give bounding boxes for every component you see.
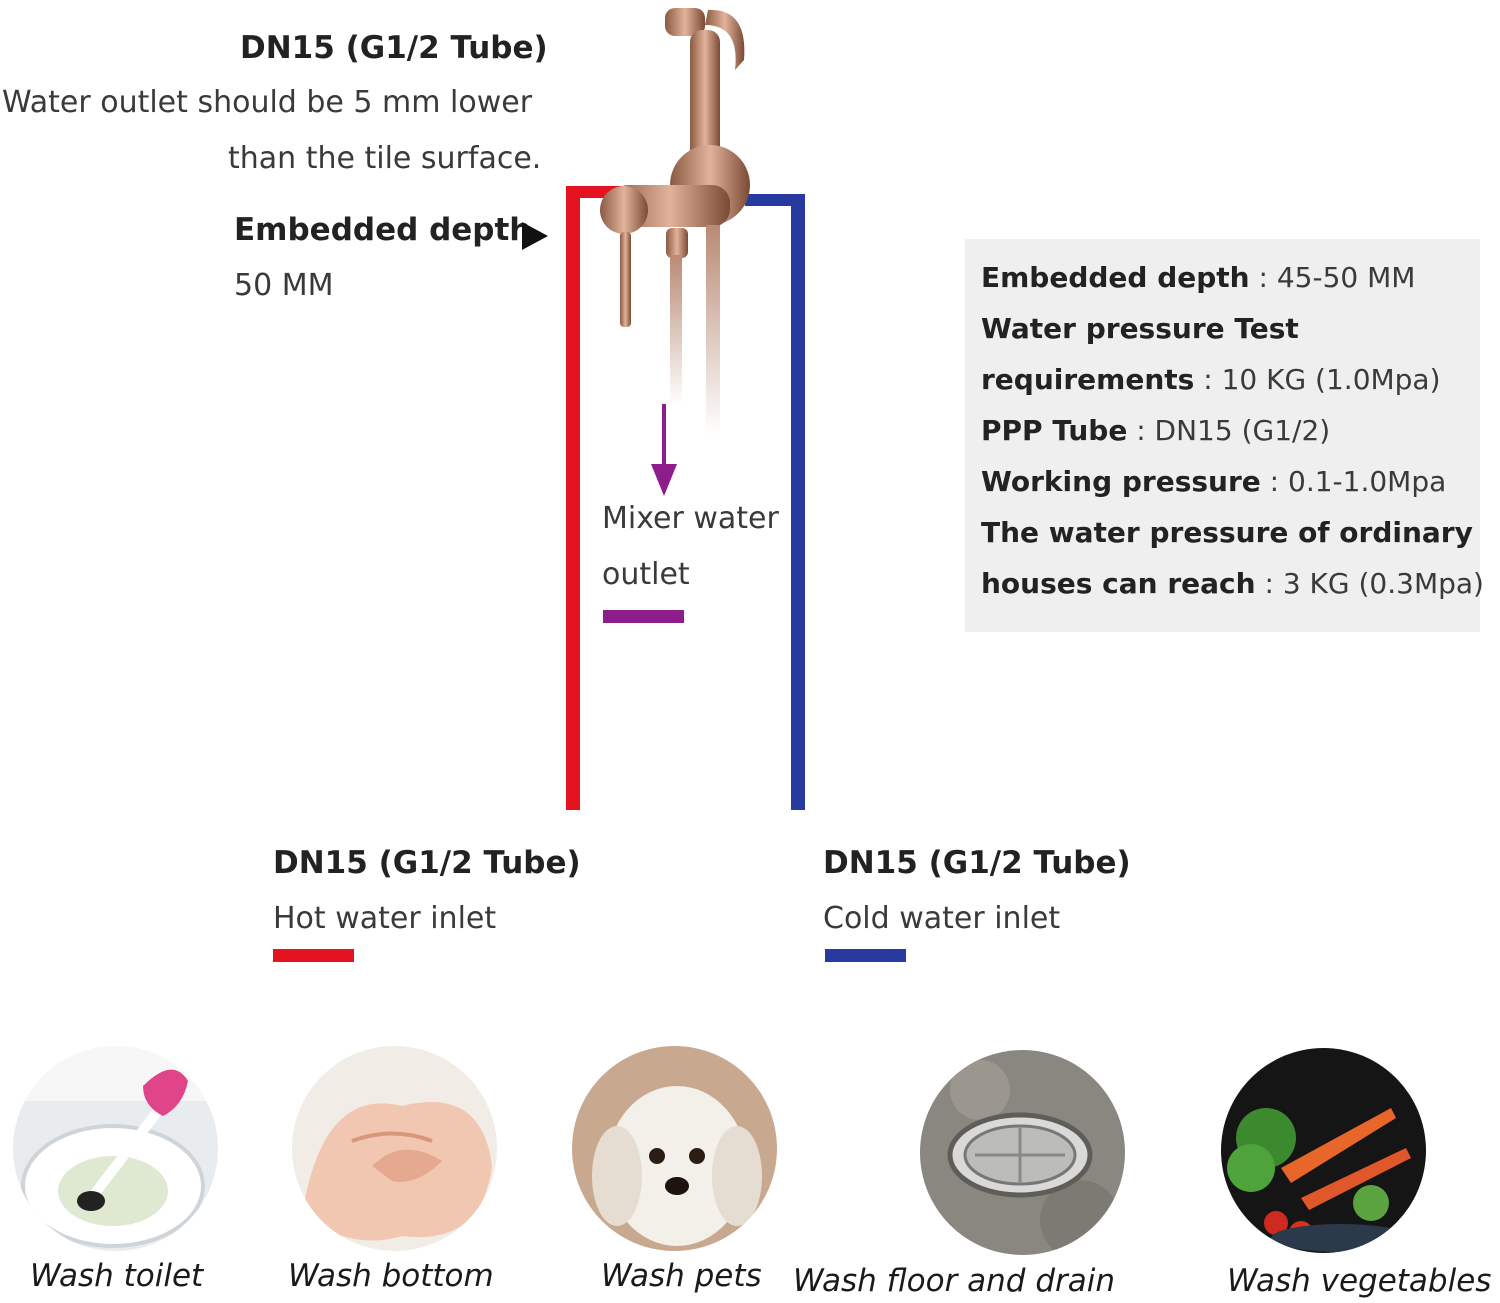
bidet-faucet-illustration	[600, 8, 750, 435]
toilet-photo-icon	[13, 1046, 218, 1251]
hand-photo-icon	[292, 1046, 497, 1251]
mixer-arrow-shaft	[662, 404, 666, 466]
spec-line: requirements : 10 KG (1.0Mpa)	[981, 363, 1441, 396]
spec-line: Embedded depth : 45-50 MM	[981, 261, 1416, 294]
mixer-color-swatch	[603, 610, 684, 623]
spec-line: houses can reach : 3 KG (0.3Mpa)	[981, 567, 1484, 600]
vegetables-photo-icon	[1221, 1048, 1426, 1253]
spec-line: The water pressure of ordinary	[981, 516, 1473, 549]
embedded-depth-label: Embedded depth	[234, 212, 532, 248]
use-label: Wash vegetables	[1227, 1263, 1492, 1299]
cold-pipe-vertical	[791, 194, 805, 810]
mixer-outlet-label-line1: Mixer water	[602, 501, 779, 536]
cold-color-swatch	[825, 949, 906, 962]
hot-water-inlet-label: Hot water inlet	[273, 901, 497, 936]
mixer-arrow-down-icon	[651, 464, 677, 496]
outlet-note-line2: than the tile surface.	[228, 141, 542, 176]
hot-pipe-vertical	[566, 186, 580, 810]
dog-photo-icon	[572, 1046, 777, 1251]
hot-tube-title: DN15 (G1/2 Tube)	[273, 845, 581, 881]
spec-line: Water pressure Test	[981, 312, 1299, 345]
use-label: Wash toilet	[30, 1258, 204, 1294]
cold-water-inlet-label: Cold water inlet	[823, 901, 1061, 936]
drain-photo-icon	[920, 1050, 1125, 1255]
depth-arrow-icon	[522, 222, 548, 250]
spec-box: Embedded depth : 45-50 MM Water pressure…	[965, 239, 1484, 632]
spec-line: PPP Tube : DN15 (G1/2)	[981, 414, 1331, 447]
use-label: Wash pets	[601, 1258, 762, 1294]
embedded-depth-value: 50 MM	[234, 268, 334, 303]
mixer-outlet-label-line2: outlet	[602, 557, 690, 592]
outlet-note-line1: Water outlet should be 5 mm lower	[2, 85, 533, 120]
top-tube-title: DN15 (G1/2 Tube)	[240, 30, 548, 66]
use-label: Wash bottom	[288, 1258, 494, 1294]
cold-pipe-horizontal	[745, 194, 805, 206]
hot-color-swatch	[273, 949, 354, 962]
cold-tube-title: DN15 (G1/2 Tube)	[823, 845, 1131, 881]
spec-line: Working pressure : 0.1-1.0Mpa	[981, 465, 1447, 498]
use-label: Wash floor and drain	[793, 1263, 1116, 1299]
